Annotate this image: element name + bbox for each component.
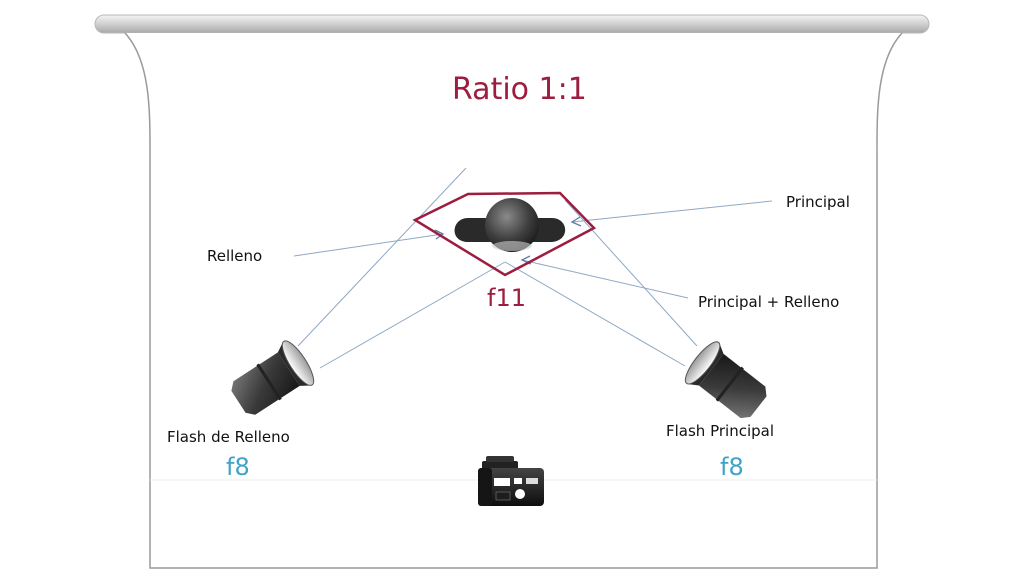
light-rays <box>297 167 698 369</box>
key-flash-aperture: f8 <box>720 453 744 481</box>
principal-annotation: Principal <box>786 193 850 211</box>
diagram-title: Ratio 1:1 <box>452 72 587 107</box>
principal-relleno-annotation: Principal + Relleno <box>698 293 840 311</box>
flash-icon <box>231 340 315 415</box>
subject-head <box>485 198 539 252</box>
key-ray-lower <box>504 261 686 367</box>
relleno-leader <box>293 233 444 257</box>
fill-flash-label: Flash de Relleno <box>167 428 290 446</box>
subject-shadow <box>492 241 532 251</box>
principal-arrow <box>570 216 582 227</box>
annotation-leaders <box>293 200 773 299</box>
key-ray-upper <box>564 199 698 347</box>
camera-icon <box>478 456 544 506</box>
background-roll-icon <box>94 14 930 569</box>
fill-ray-lower <box>319 261 506 369</box>
subject-aperture: f11 <box>487 284 526 312</box>
fill-ray-upper <box>297 167 467 347</box>
relleno-arrow <box>434 229 445 240</box>
subject-light-area <box>412 191 597 277</box>
flash-icon <box>684 341 767 419</box>
relleno-annotation: Relleno <box>207 247 263 265</box>
subject-icon <box>412 191 597 277</box>
fill-flash-aperture: f8 <box>226 453 250 481</box>
principal-relleno-leader <box>521 259 689 299</box>
principal-leader <box>571 200 773 223</box>
key-flash-label: Flash Principal <box>666 422 774 440</box>
